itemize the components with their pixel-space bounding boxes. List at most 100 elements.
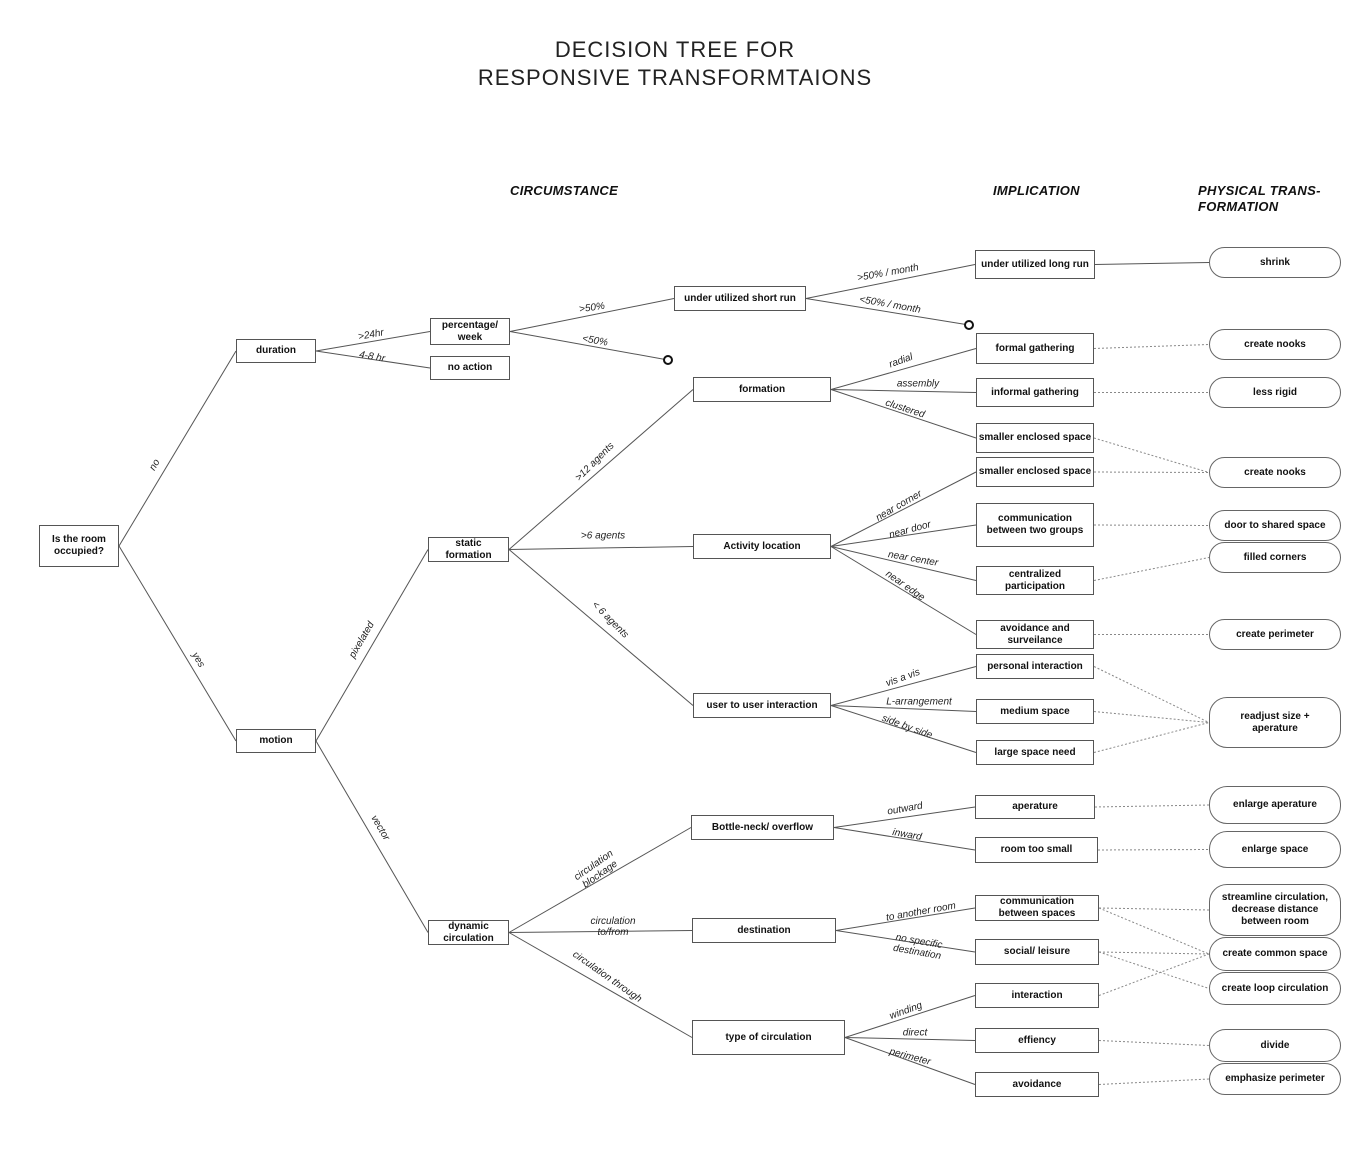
tree-edge xyxy=(830,705,977,753)
tree-edge xyxy=(830,389,977,439)
transformation-shrink: shrink xyxy=(1209,247,1341,278)
transformation-loop: create loop circulation xyxy=(1209,972,1341,1005)
node-destination: destination xyxy=(692,918,836,943)
implication-to-transformation-edge xyxy=(1098,907,1210,911)
implication-aperature: aperature xyxy=(975,795,1095,819)
implication-underlong: under utilized long run xyxy=(975,250,1095,279)
tree-edge xyxy=(830,546,977,581)
implication-smaller1: smaller enclosed space xyxy=(976,423,1094,453)
implication-to-transformation-edge xyxy=(1093,711,1210,723)
implication-formal: formal gathering xyxy=(976,333,1094,364)
implication-interaction: interaction xyxy=(975,983,1099,1008)
tree-edge xyxy=(830,389,977,393)
implication-large: large space need xyxy=(976,740,1094,765)
node-typecirc: type of circulation xyxy=(692,1020,845,1055)
edge-label-direct: direct xyxy=(902,1027,928,1039)
transformation-perimeter: create perimeter xyxy=(1209,619,1341,650)
implication-centralized: centralized participation xyxy=(976,566,1094,595)
header-implication: IMPLICATION xyxy=(993,183,1080,198)
implication-medium: medium space xyxy=(976,699,1094,724)
transformation-lessrigid: less rigid xyxy=(1209,377,1341,408)
implication-to-transformation-edge xyxy=(1097,849,1210,851)
end-circle-marker xyxy=(964,320,974,330)
implication-to-transformation-edge xyxy=(1093,666,1210,723)
transformation-readjust: readjust size + aperature xyxy=(1209,697,1341,748)
implication-personal: personal interaction xyxy=(976,654,1094,679)
implication-to-transformation-edge xyxy=(1093,524,1210,526)
tree-edge xyxy=(830,546,977,635)
implication-informal: informal gathering xyxy=(976,378,1094,407)
tree-edge xyxy=(509,331,669,361)
implication-to-transformation-edge xyxy=(1093,471,1210,473)
tree-edge xyxy=(830,348,977,390)
implication-to-transformation-edge xyxy=(1093,557,1210,581)
implication-avoidsurv: avoidance and surveilance xyxy=(976,620,1094,649)
edge-label-gt6: >6 agents xyxy=(580,530,626,542)
tree-edge xyxy=(835,930,976,953)
tree-edge xyxy=(830,524,977,547)
implication-roomsmall: room too small xyxy=(975,837,1098,863)
transformation-divide: divide xyxy=(1209,1029,1341,1062)
node-undershort: under utilized short run xyxy=(674,286,806,311)
tree-edge xyxy=(830,705,977,712)
node-duration: duration xyxy=(236,339,316,363)
implication-to-transformation-edge xyxy=(1093,722,1210,753)
implication-to-transformation-edge xyxy=(1093,437,1210,473)
tree-edge xyxy=(315,350,431,369)
transformation-enlargesp: enlarge space xyxy=(1209,831,1341,868)
node-root: Is the room occupied? xyxy=(39,525,119,567)
implication-to-transformation-edge xyxy=(1098,1040,1210,1046)
node-percentage: percentage/ week xyxy=(430,318,510,345)
tree-edge xyxy=(118,545,237,742)
tree-edge xyxy=(830,666,977,706)
tree-edge xyxy=(844,1037,976,1041)
implication-to-transformation-edge xyxy=(1093,344,1210,349)
implication-to-transformation-edge xyxy=(1094,262,1210,265)
transformation-door: door to shared space xyxy=(1209,510,1341,541)
tree-edge xyxy=(508,549,694,706)
tree-edge xyxy=(315,331,431,352)
transformation-emphasize: emphasize perimeter xyxy=(1209,1063,1341,1095)
header-circumstance: CIRCUMSTANCE xyxy=(510,183,619,198)
node-noaction: no action xyxy=(430,356,510,380)
tree-edge xyxy=(805,298,970,326)
edge-label-assembly: assembly xyxy=(896,378,940,390)
title-line-2: RESPONSIVE TRANSFORMTAIONS xyxy=(477,65,873,90)
implication-to-transformation-edge xyxy=(1098,953,1210,996)
implication-comm2: communication between two groups xyxy=(976,503,1094,547)
edge-label-larr: L-arrangement xyxy=(886,696,952,708)
tree-edge xyxy=(833,827,976,851)
transformation-enlargeap: enlarge aperature xyxy=(1209,786,1341,824)
transformation-nooks2: create nooks xyxy=(1209,457,1341,488)
tree-edge xyxy=(835,907,976,931)
node-activity: Activity location xyxy=(693,534,831,559)
implication-to-transformation-edge xyxy=(1098,907,1210,955)
tree-edge xyxy=(833,806,976,828)
transformation-streamline: streamline circulation, decrease distanc… xyxy=(1209,884,1341,936)
tree-edge xyxy=(315,740,429,933)
transformation-common: create common space xyxy=(1209,937,1341,971)
tree-edge xyxy=(508,827,692,933)
implication-effiency: effiency xyxy=(975,1028,1099,1053)
implication-to-transformation-edge xyxy=(1098,951,1210,989)
tree-edge xyxy=(508,932,693,1038)
node-u2u: user to user interaction xyxy=(693,693,831,718)
tree-edge xyxy=(844,995,976,1038)
tree-edge xyxy=(508,389,694,550)
node-formation: formation xyxy=(693,377,831,402)
tree-edge xyxy=(509,298,675,332)
tree-edge xyxy=(805,264,976,299)
tree-edge xyxy=(830,471,977,547)
implication-commspaces: communication between spaces xyxy=(975,895,1099,921)
node-static: static formation xyxy=(428,537,509,562)
header-physical-transformation: PHYSICAL TRANS- FORMATION xyxy=(1198,183,1321,214)
end-circle-marker xyxy=(663,355,673,365)
implication-social: social/ leisure xyxy=(975,939,1099,965)
tree-edge xyxy=(315,549,429,742)
tree-edge xyxy=(508,930,693,933)
implication-to-transformation-edge xyxy=(1094,804,1210,808)
tree-edge xyxy=(844,1037,976,1085)
node-motion: motion xyxy=(236,729,316,753)
